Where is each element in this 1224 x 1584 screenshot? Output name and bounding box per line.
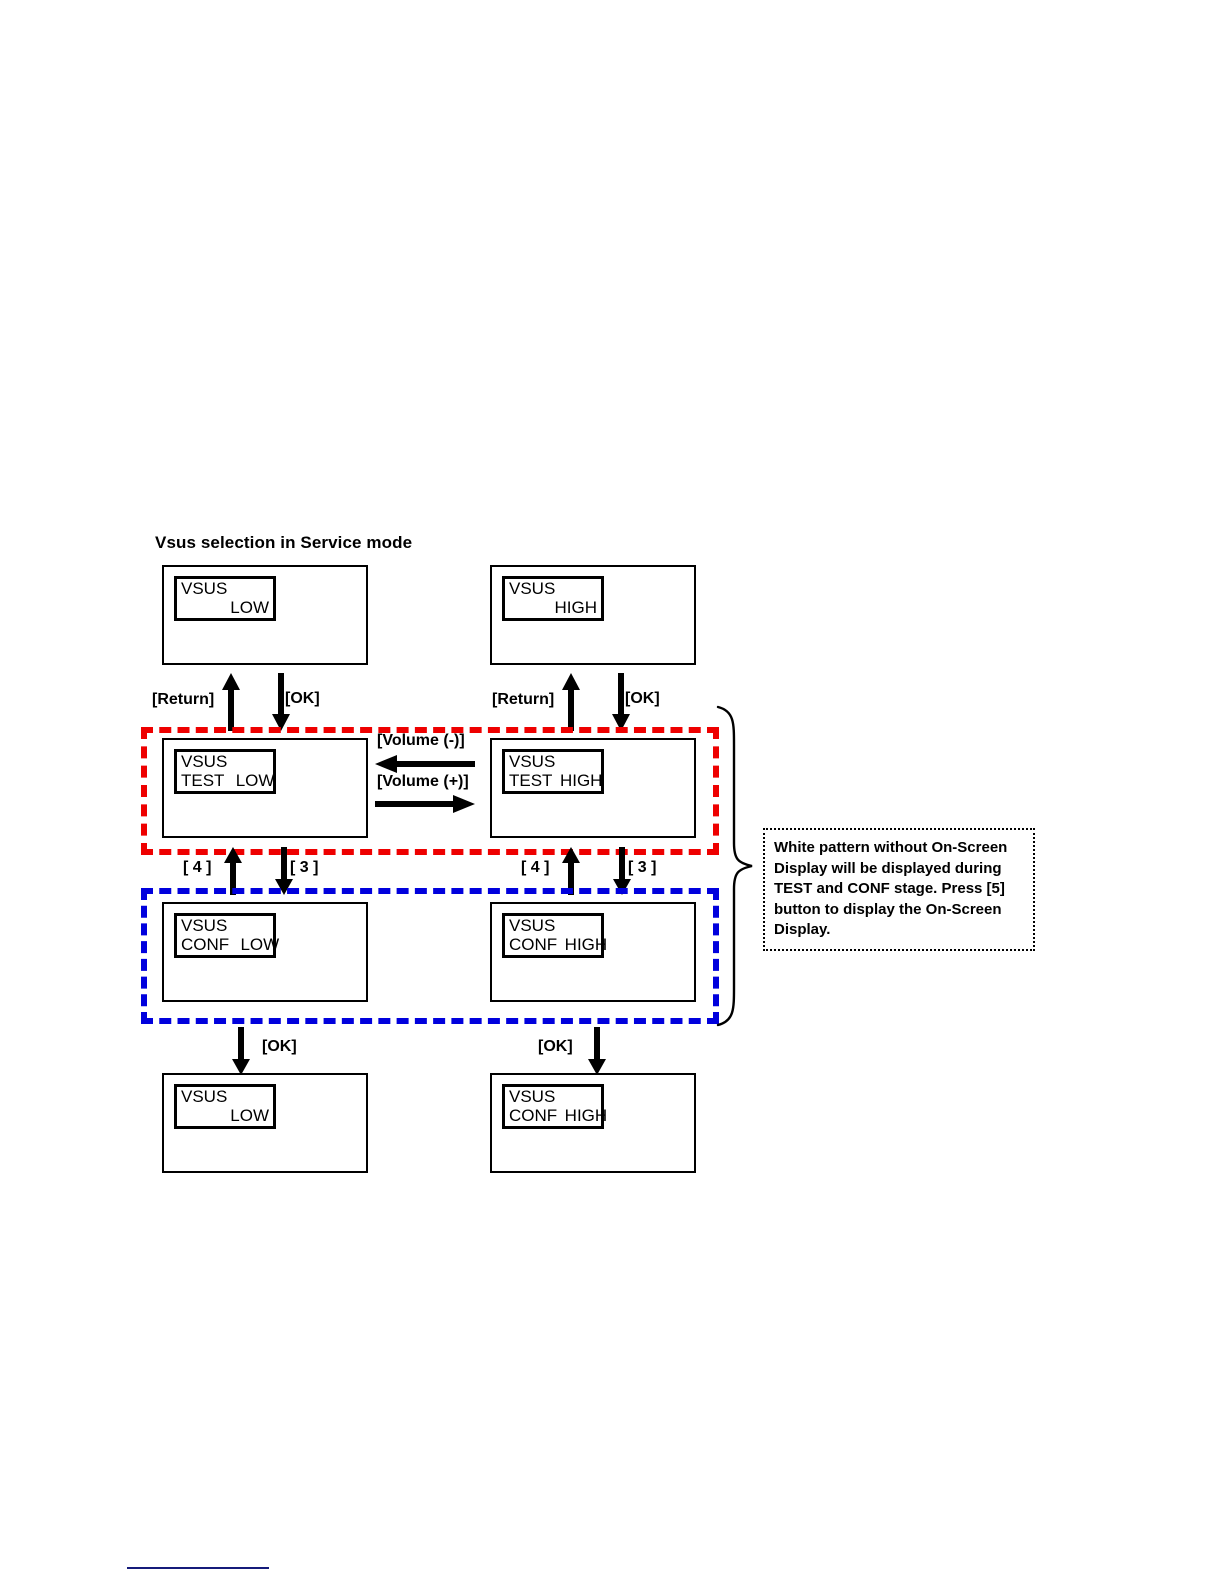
osd-label: VSUS [509, 916, 556, 935]
arrow-up-four-left [224, 847, 242, 895]
label-volume-minus: [Volume (-)] [377, 732, 465, 749]
label-three-right: [ 3 ] [628, 859, 657, 876]
arrow-down-ok-left [272, 673, 290, 731]
osd-mode: CONF [181, 935, 230, 954]
osd-box-bottom-high: VSUS CONF HIGH [502, 1084, 607, 1129]
osd-mode-row: CONF LOW [181, 935, 279, 954]
label-ok-bottom-right: [OK] [538, 1038, 573, 1055]
arrow-down-ok-right [612, 673, 630, 731]
screen-top-low: VSUS LOW [162, 565, 368, 665]
osd-box-top-low: VSUS LOW [174, 576, 276, 621]
label-ok-bottom-left: [OK] [262, 1038, 297, 1055]
osd-mode-row: CONF HIGH [509, 1106, 607, 1125]
footer-divider [127, 1567, 269, 1569]
label-return-right: [Return] [492, 691, 555, 708]
osd-box-conf-high: VSUS CONF HIGH [502, 913, 607, 958]
osd-box-test-low: VSUS TEST LOW [174, 749, 276, 794]
arrow-down-three-left [275, 847, 293, 895]
osd-label: VSUS [181, 752, 228, 771]
label-ok-left: [OK] [285, 690, 320, 707]
screen-test-low: VSUS TEST LOW [162, 738, 368, 838]
screen-conf-low: VSUS CONF LOW [162, 902, 368, 1002]
osd-value: LOW [240, 935, 280, 954]
osd-value: HIGH [559, 771, 603, 790]
label-volume-plus: [Volume (+)] [377, 773, 469, 790]
osd-value: HIGH [564, 1106, 608, 1125]
osd-mode-row: TEST HIGH [509, 771, 602, 790]
osd-box-bottom-low: VSUS LOW [174, 1084, 276, 1129]
screen-conf-high: VSUS CONF HIGH [490, 902, 696, 1002]
osd-value: HIGH [564, 935, 608, 954]
osd-label: VSUS [509, 1087, 556, 1106]
screen-bottom-low: VSUS LOW [162, 1073, 368, 1173]
label-ok-right: [OK] [625, 690, 660, 707]
osd-value: LOW [230, 598, 269, 617]
osd-mode-row: TEST LOW [181, 771, 274, 790]
arrow-down-ok-bottom-right [588, 1027, 606, 1075]
osd-label: VSUS [181, 579, 228, 598]
label-four-left: [ 4 ] [183, 859, 212, 876]
osd-mode: TEST [181, 771, 225, 790]
osd-value: HIGH [554, 598, 598, 617]
osd-mode: CONF [509, 935, 558, 954]
osd-mode-row: CONF HIGH [509, 935, 607, 954]
arrow-down-ok-bottom-left [232, 1027, 250, 1075]
screen-bottom-high: VSUS CONF HIGH [490, 1073, 696, 1173]
osd-mode: CONF [509, 1106, 558, 1125]
arrow-up-return-right [562, 673, 580, 731]
osd-label: VSUS [509, 752, 556, 771]
label-three-left: [ 3 ] [290, 859, 319, 876]
arrow-left-volume-minus [375, 755, 475, 773]
group-conf-stage [141, 888, 719, 1024]
osd-label: VSUS [181, 1087, 228, 1106]
arrow-down-three-right [613, 847, 631, 895]
group-test-stage [141, 727, 719, 855]
osd-box-test-high: VSUS TEST HIGH [502, 749, 604, 794]
osd-box-conf-low: VSUS CONF LOW [174, 913, 279, 958]
arrow-up-return-left [222, 673, 240, 731]
label-return-left: [Return] [152, 691, 215, 708]
brace-icon [716, 705, 753, 1027]
arrow-right-volume-plus [375, 795, 475, 813]
osd-mode: TEST [509, 771, 553, 790]
osd-value: LOW [230, 1106, 269, 1125]
screen-test-high: VSUS TEST HIGH [490, 738, 696, 838]
osd-label: VSUS [181, 916, 228, 935]
note-text: White pattern without On-Screen Display … [774, 839, 1008, 938]
osd-value: LOW [235, 771, 275, 790]
page-title: Vsus selection in Service mode [155, 533, 413, 552]
osd-label: VSUS [509, 579, 556, 598]
note-box: White pattern without On-Screen Display … [763, 828, 1035, 951]
label-four-right: [ 4 ] [521, 859, 550, 876]
arrow-up-four-right [562, 847, 580, 895]
osd-box-top-high: VSUS HIGH [502, 576, 604, 621]
screen-top-high: VSUS HIGH [490, 565, 696, 665]
